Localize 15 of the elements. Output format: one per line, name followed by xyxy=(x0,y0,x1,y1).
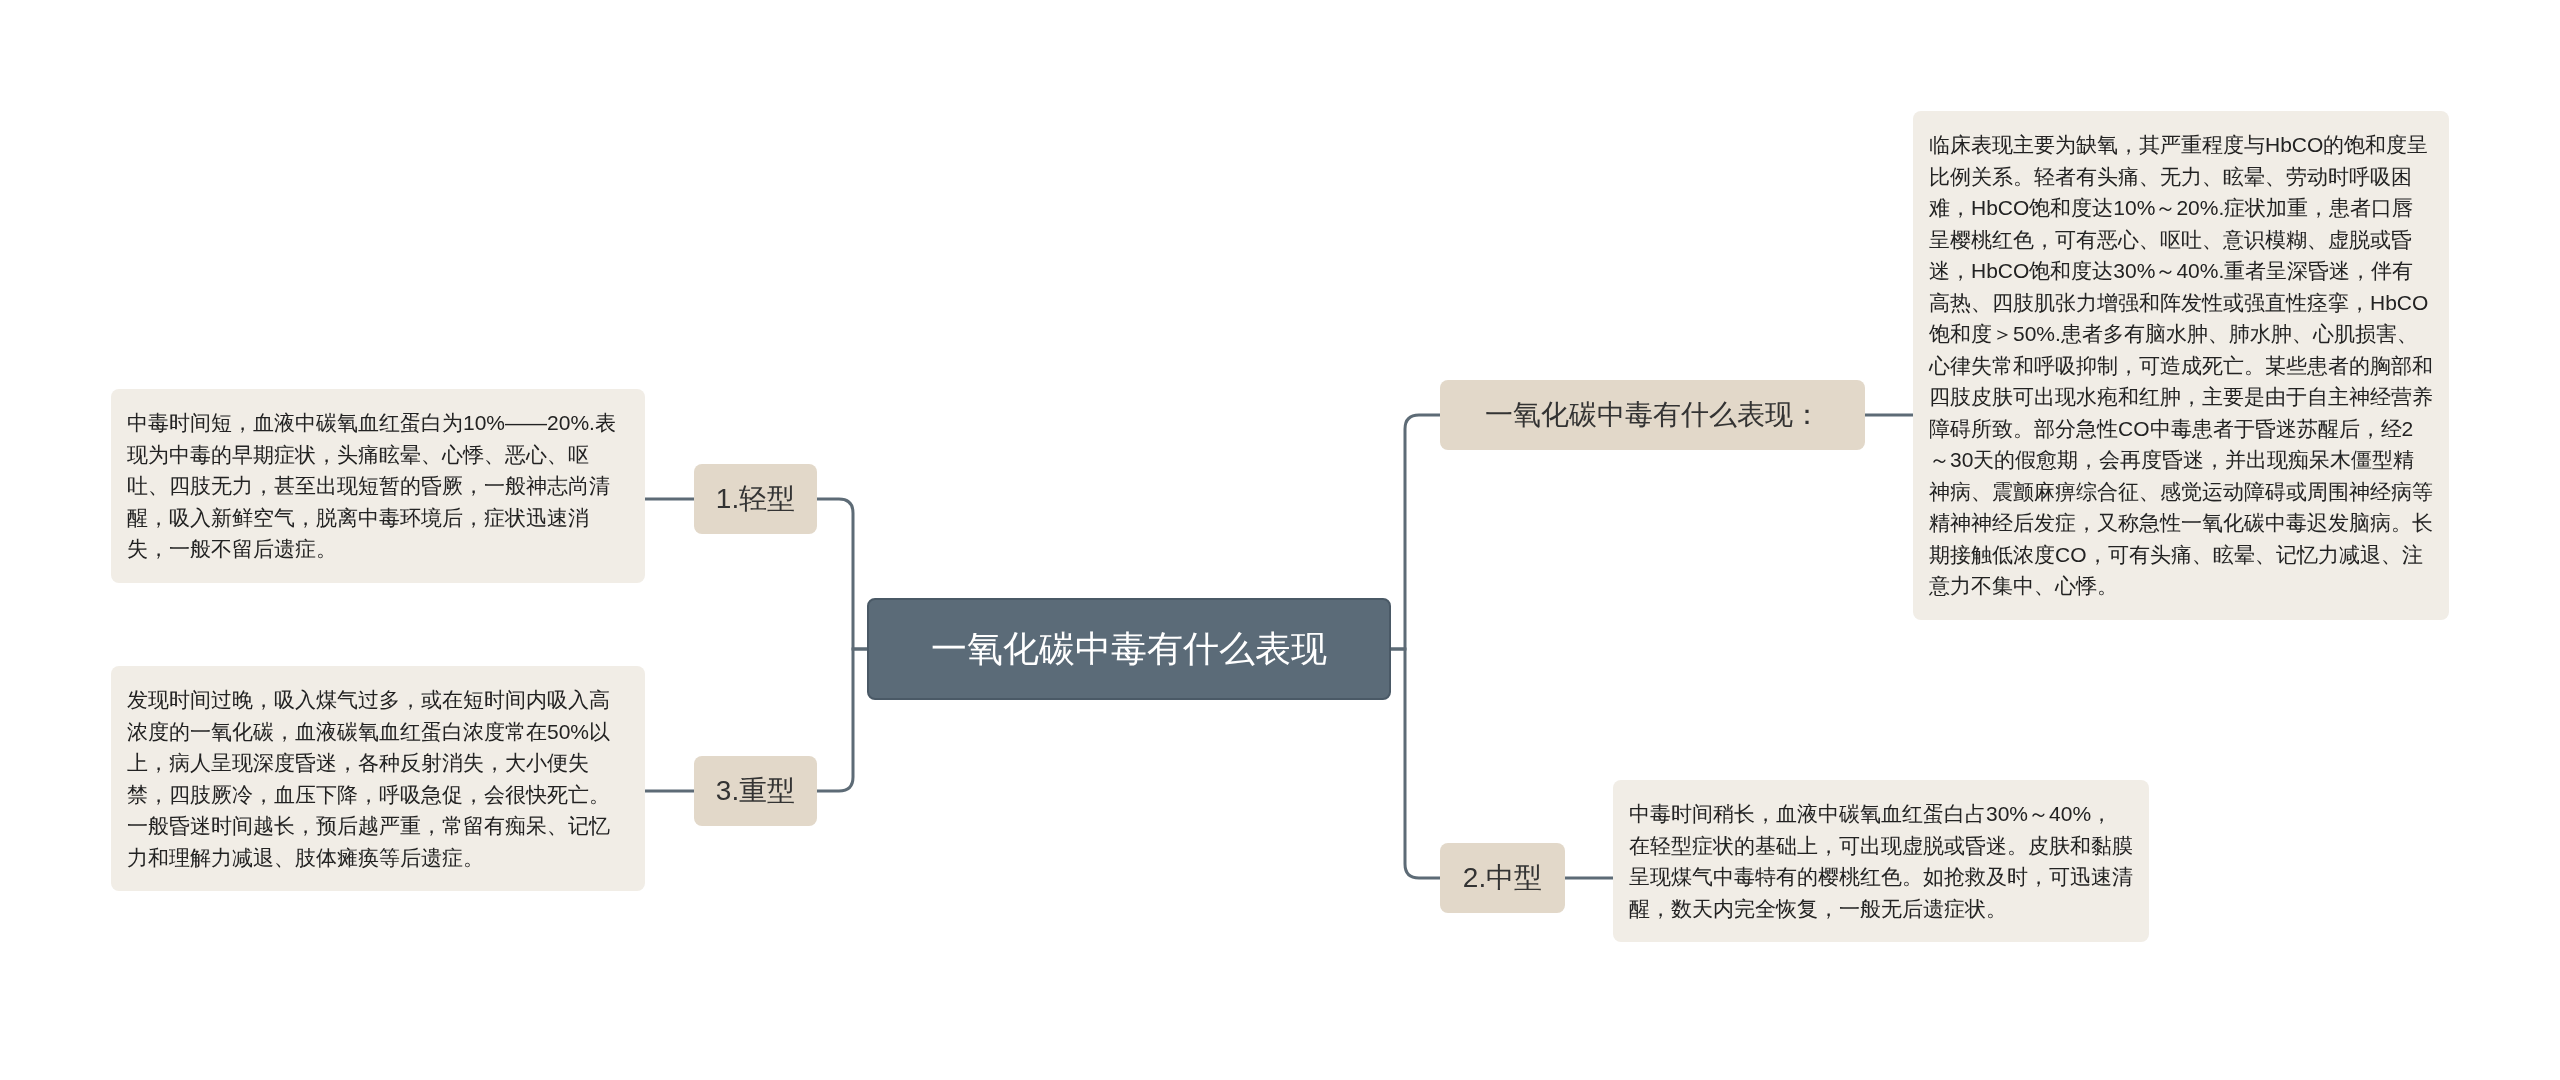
connector-line xyxy=(817,647,867,793)
note-card: 发现时间过晚，吸入煤气过多，或在短时间内吸入高浓度的一氧化碳，血液碳氧血红蛋白浓度常在50%以上，病人呈现深度昏迷，各种反射消失，大小便失禁，四肢厥冷，血压下降，呼吸急促，会很快死亡。一般昏迷时间越长，预后越严重，常留有痴呆、记忆力和理解力减退、肢体瘫痪等后遗症。 xyxy=(111,666,645,891)
connector-line xyxy=(1391,647,1440,880)
note-card: 中毒时间短，血液中碳氧血红蛋白为10%——20%.表现为中毒的早期症状，头痛眩晕、心悸、恶心、呕吐、四肢无力，甚至出现短暂的昏厥，一般神志尚清醒，吸入新鲜空气，脱离中毒环境后，症状迅速消失，一般不留后遗症。 xyxy=(111,389,645,583)
connector-line xyxy=(1865,413,1913,417)
branch-topic: 1.轻型 xyxy=(694,464,817,534)
note-card: 临床表现主要为缺氧，其严重程度与HbCO的饱和度呈比例关系。轻者有头痛、无力、眩晕、劳动时呼吸困难，HbCO饱和度达10%～20%.症状加重，患者口唇呈樱桃红色，可有恶心、呕吐、意识模糊、虚脱或昏迷，HbCO饱和度达30%～40%.重者呈深昏迷，伴有高热、四肢肌张力增强和阵发性或强直性痉挛，HbCO饱和度＞50%.患者多有脑水肿、肺水肿、心肌损害、心律失常和呼吸抑制，可造成死亡。某些患者的胸部和四肢皮肤可出现水疱和红肿，主要是由于自主神经营养障碍所致。部分急性CO中毒患者于昏迷苏醒后，经2～30天的假愈期，会再度昏迷，并出现痴呆木僵型精神病、震颤麻痹综合征、感觉运动障碍或周围神经病等精神神经后发症，又称急性一氧化碳中毒迟发脑病。长期接触低浓度CO，可有头痛、眩晕、记忆力减退、注意力不集中、心悸。 xyxy=(1913,111,2449,620)
branch-topic: 3.重型 xyxy=(694,756,817,826)
central-topic: 一氧化碳中毒有什么表现 xyxy=(867,598,1391,700)
branch-topic: 2.中型 xyxy=(1440,843,1565,913)
connector-line xyxy=(645,497,694,501)
connector-line xyxy=(645,789,694,793)
branch-topic: 一氧化碳中毒有什么表现： xyxy=(1440,380,1865,450)
connector-line xyxy=(1565,876,1613,880)
note-card: 中毒时间稍长，血液中碳氧血红蛋白占30%～40%，在轻型症状的基础上，可出现虚脱或昏迷。皮肤和黏膜呈现煤气中毒特有的樱桃红色。如抢救及时，可迅速清醒，数天内完全恢复，一般无后遗症状。 xyxy=(1613,780,2149,942)
